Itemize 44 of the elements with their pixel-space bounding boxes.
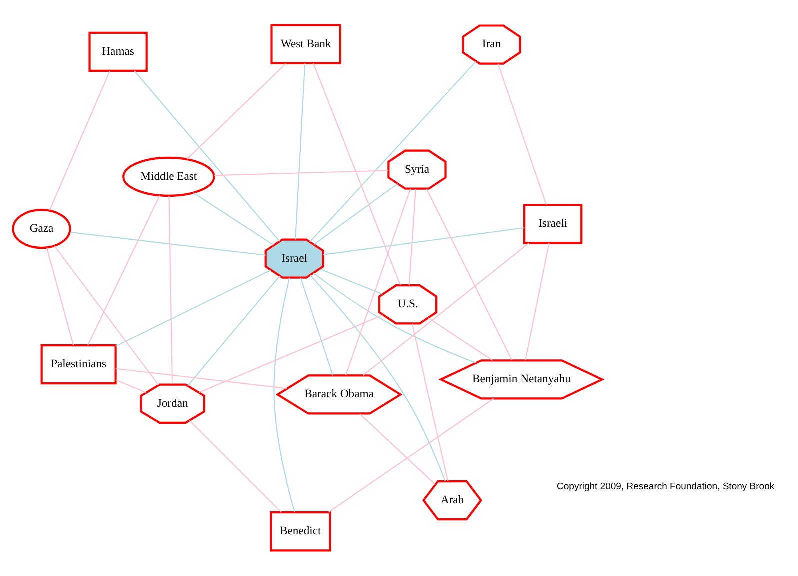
connector — [134, 70, 280, 242]
connector — [309, 274, 446, 482]
connector — [359, 414, 436, 486]
node-box: West Bank — [270, 24, 341, 64]
node-box: Israeli — [522, 204, 582, 244]
connector — [524, 243, 550, 361]
connector — [408, 189, 416, 286]
node-box: Hamas — [88, 32, 148, 72]
node-box: Palestinians — [40, 344, 116, 385]
connector — [426, 188, 512, 361]
connector — [497, 64, 546, 206]
node-ellipse: Gaza — [12, 208, 71, 250]
connector — [115, 270, 271, 347]
connector — [312, 273, 476, 364]
connector — [187, 276, 280, 386]
connector — [186, 63, 286, 160]
connector — [344, 188, 411, 376]
connector — [322, 227, 524, 256]
connector — [46, 248, 74, 346]
connector — [313, 183, 398, 246]
connector — [300, 278, 333, 376]
label: Copyright 2009, Research Foundation, Stony Brook — [556, 482, 774, 493]
node-ellipse: Middle East — [122, 156, 215, 198]
connector — [115, 368, 287, 390]
connector — [309, 61, 476, 242]
connector — [319, 268, 382, 295]
connector — [86, 196, 160, 346]
connector — [48, 71, 110, 211]
connector — [198, 314, 383, 394]
connector — [273, 278, 295, 512]
connector — [70, 232, 266, 256]
connector — [168, 196, 173, 385]
connector — [428, 318, 493, 361]
connector — [312, 63, 401, 286]
connector — [214, 170, 388, 176]
connector — [192, 192, 274, 246]
connector — [294, 64, 306, 240]
connector — [328, 398, 494, 513]
connector — [54, 246, 159, 386]
connector — [411, 324, 448, 482]
connector — [188, 420, 282, 513]
node-box: Benedict — [270, 512, 331, 552]
connector — [362, 242, 529, 376]
connector — [115, 380, 146, 394]
